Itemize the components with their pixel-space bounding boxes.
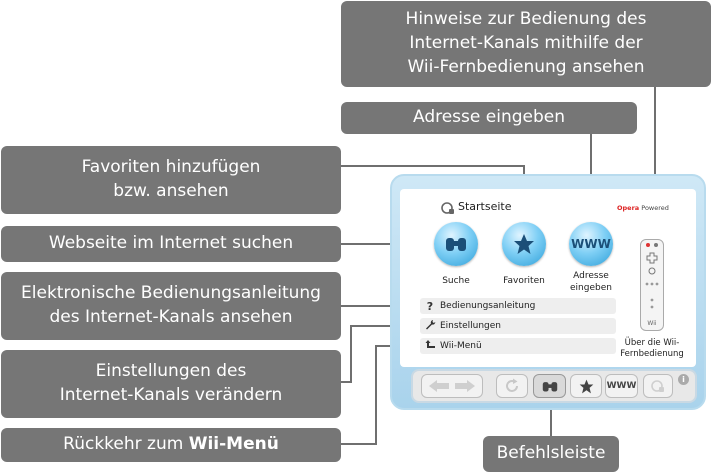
settings-menu-item[interactable]: Einstellungen — [420, 318, 616, 334]
star-icon — [579, 379, 593, 393]
callout-back-text: Rückkehr zum — [63, 434, 189, 455]
opera-powered-logo: Opera Powered — [617, 204, 669, 212]
reload-button[interactable] — [496, 374, 528, 398]
back-forward-button[interactable] — [421, 374, 483, 398]
callout-remote-help: Hinweise zur Bedienung des Internet-Kana… — [341, 1, 711, 87]
home-icon — [651, 380, 664, 392]
callout-manual: Elektronische Bedienungsanleitung des In… — [1, 272, 341, 340]
enter-address-button[interactable]: WWW — [569, 222, 613, 266]
wii-menu-label: Wii-Menü — [440, 341, 482, 351]
callout-settings: Einstellungen des Internet-Kanals veränd… — [1, 350, 341, 418]
remote-caption: Über die Wii- Fernbedienung — [620, 338, 684, 360]
toolbar-home-button[interactable] — [643, 374, 673, 398]
star-icon — [514, 234, 534, 254]
search-button[interactable] — [434, 222, 478, 266]
favorites-button[interactable] — [502, 222, 546, 266]
toolbar-search-button[interactable] — [533, 374, 566, 398]
www-icon: WWW — [606, 381, 637, 391]
reload-icon — [506, 378, 518, 392]
search-label: Suche — [442, 276, 470, 286]
toolbar-www-button[interactable]: WWW — [605, 374, 638, 398]
binoculars-icon — [542, 381, 557, 392]
settings-menu-label: Einstellungen — [440, 321, 502, 331]
manual-menu-label: Bedienungsanleitung — [440, 301, 536, 311]
callout-favorites: Favoriten hinzufügen bzw. ansehen — [1, 146, 341, 214]
callout-toolbar: Befehlsleiste — [483, 436, 619, 472]
question-icon: ? — [426, 299, 434, 313]
callout-enter-address: Adresse eingeben — [341, 102, 637, 134]
wii-remote-help-button[interactable] — [640, 239, 664, 331]
www-icon: WWW — [571, 237, 611, 251]
remote-logo-text: Wii — [647, 320, 657, 327]
info-icon[interactable]: i — [678, 374, 689, 385]
opera-suffix: Powered — [641, 204, 669, 212]
opera-brand: Opera — [617, 204, 640, 212]
arrow-left-right-icon — [429, 380, 475, 392]
toolbar-favorites-button[interactable] — [570, 374, 602, 398]
wii-menu-item[interactable]: Wii-Menü — [420, 338, 616, 354]
callout-search: Webseite im Internet suchen — [1, 226, 341, 262]
favorites-label: Favoriten — [503, 276, 545, 286]
binoculars-icon — [446, 238, 466, 251]
callout-back-bold: Wii-Menü — [188, 434, 279, 455]
enter-address-label: Adresse eingeben — [570, 271, 612, 294]
return-arrow-icon — [420, 339, 440, 353]
home-icon — [441, 202, 454, 214]
page-title: Startseite — [458, 200, 512, 213]
callout-back-to-wii-menu: Rückkehr zum Wii-Menü — [1, 428, 341, 462]
wii-remote-icon — [645, 243, 659, 309]
wrench-icon — [420, 319, 440, 333]
manual-menu-item[interactable]: ? Bedienungsanleitung — [420, 298, 616, 314]
